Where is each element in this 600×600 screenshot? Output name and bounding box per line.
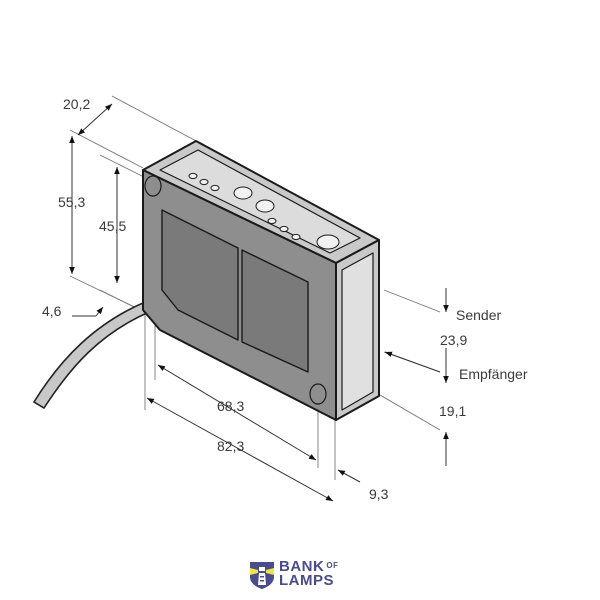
logo-word-bank: BANK (279, 558, 325, 575)
dimension-lines (69, 103, 449, 502)
logo-word-of: OF (326, 561, 339, 570)
bank-of-lamps-logo: BANK OF LAMPS (249, 558, 338, 590)
dim-width-inner: 68,3 (217, 398, 244, 414)
logo-word-lamps: LAMPS (279, 572, 334, 589)
screw-bottom-right (309, 383, 327, 405)
dim-width-total: 82,3 (217, 438, 244, 454)
dim-depth-bottom: 9,3 (369, 486, 389, 502)
dim-sender-receiver: 23,9 (440, 332, 467, 348)
dim-receiver-bottom: 19,1 (439, 403, 466, 419)
dim-height-total: 55,3 (58, 194, 85, 210)
label-sender: Sender (456, 307, 501, 323)
dim-depth-top: 20,2 (63, 96, 90, 112)
dim-height-inner: 45,5 (99, 218, 126, 234)
screw-top-left (144, 175, 162, 197)
lighthouse-icon (250, 562, 274, 589)
sensor-housing (142, 140, 380, 421)
window-left (161, 209, 239, 341)
dim-cable-offset: 4,6 (42, 303, 62, 319)
label-receiver: Empfänger (459, 366, 528, 382)
